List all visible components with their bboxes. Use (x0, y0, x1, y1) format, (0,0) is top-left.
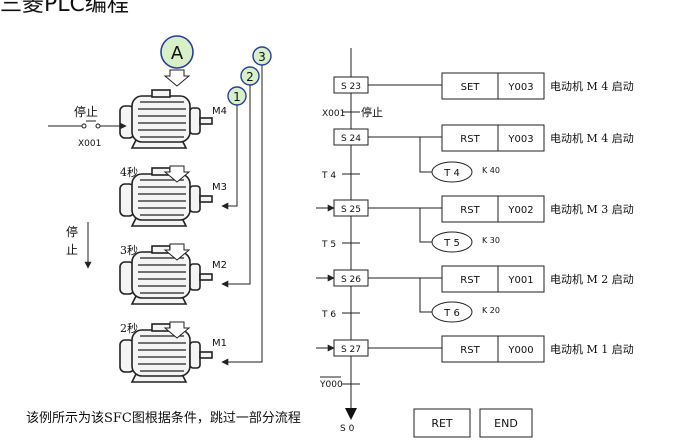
action-device-label: Y000 (507, 345, 533, 356)
transition-label: T 4 (321, 171, 336, 181)
action-op-label: RST (460, 275, 480, 286)
step-label: S 25 (341, 205, 361, 215)
arrow-down-icon (163, 69, 191, 87)
timer-coil (431, 231, 473, 253)
step-row: S 23 SET Y003 电动机 M 4 启动 (333, 72, 634, 100)
action-desc: 电动机 M 3 启动 (550, 202, 634, 216)
end-step-label: S 0 (340, 424, 355, 434)
stop-transition-label: 停止 (361, 105, 383, 119)
action-desc: 电动机 M 1 启动 (550, 342, 634, 356)
motor-m3-label: M3 (212, 182, 227, 193)
motor-m1-label: M1 (212, 338, 227, 349)
delay-2s-label: 2秒 (120, 321, 138, 335)
action-device-label: Y003 (507, 134, 533, 145)
timer-k: K 20 (482, 306, 500, 315)
timer-coil (431, 161, 473, 183)
timer-label: T 6 (443, 308, 460, 319)
action-op-label: RST (460, 345, 480, 356)
action-op-label: RST (460, 134, 480, 145)
motor-m2-label: M2 (212, 260, 227, 271)
step-row: S 26 RST Y001 电动机 M 2 启动 T 6 K 20 T 6 (316, 265, 634, 323)
stop-input-label: X001 (78, 139, 101, 149)
step-row: S 24 RST Y003 电动机 M 4 启动 T 4 K 40 T 4 (321, 124, 634, 183)
end-label: END (494, 417, 518, 430)
motor-m4 (119, 89, 213, 149)
timer-label: T 4 (443, 168, 460, 179)
timer-k: K 30 (482, 236, 500, 245)
stop-transition-input: X001 (322, 109, 345, 119)
action-device-label: Y002 (507, 205, 533, 216)
action-device-label: Y001 (507, 275, 533, 286)
marker-2-label: 2 (246, 70, 254, 84)
page-title: 三菱PLC编程 (0, 0, 129, 17)
stop-label: 停止 (74, 104, 98, 119)
end-button (479, 408, 533, 438)
action-op (441, 72, 499, 100)
final-transition-label: Y000 (319, 380, 343, 390)
delay-4s-label: 4秒 (120, 165, 138, 179)
side-stop-2: 止 (66, 243, 78, 257)
side-stop-1: 停 (66, 224, 78, 239)
ret-button (413, 408, 471, 438)
timer-label: T 5 (443, 238, 460, 249)
step-row: S 25 RST Y002 电动机 M 3 启动 T 5 K 30 T 5 (316, 195, 634, 253)
marker-a-label: A (171, 43, 184, 64)
action-desc: 电动机 M 2 启动 (550, 272, 634, 286)
marker-3-label: 3 (258, 50, 266, 64)
step-label: S 23 (341, 82, 361, 92)
transition-label: T 6 (321, 310, 336, 320)
motor-m4-label: M4 (212, 106, 227, 117)
step-label: S 26 (341, 275, 361, 285)
arrow-down-icon (163, 165, 191, 183)
action-device (497, 72, 545, 100)
sfc-end-arrow-icon (345, 408, 357, 420)
ret-label: RET (431, 417, 453, 430)
motor-illustration: A 1 2 3 M4 M3 M2 M1 4秒 3秒 2秒 停止 X001 (48, 35, 272, 383)
arrow-down-icon (163, 321, 191, 339)
timer-k: K 40 (482, 166, 500, 175)
arrow-down-icon (163, 243, 191, 261)
action-desc: 电动机 M 4 启动 (550, 79, 634, 93)
action-desc: 电动机 M 4 启动 (550, 131, 634, 145)
delay-3s-label: 3秒 (120, 243, 138, 257)
marker-a (160, 35, 194, 69)
step-row: S 27 RST Y000 电动机 M 1 启动 (316, 335, 634, 363)
action-op-label: SET (461, 82, 481, 93)
transition-label: T 5 (321, 240, 336, 250)
action-op-label: RST (460, 205, 480, 216)
timer-coil (431, 301, 473, 323)
action-device-label: Y003 (507, 82, 533, 93)
caption-note: 该例所示为该SFC图根据条件，跳过一部分流程 (26, 411, 301, 426)
marker-1-label: 1 (233, 90, 241, 104)
step-label: S 24 (341, 134, 361, 144)
step-label: S 27 (341, 345, 361, 355)
sfc-chart: S 0 X001 停止 S 23 SET Y003 电动机 M 4 启动 S 2… (316, 48, 634, 438)
